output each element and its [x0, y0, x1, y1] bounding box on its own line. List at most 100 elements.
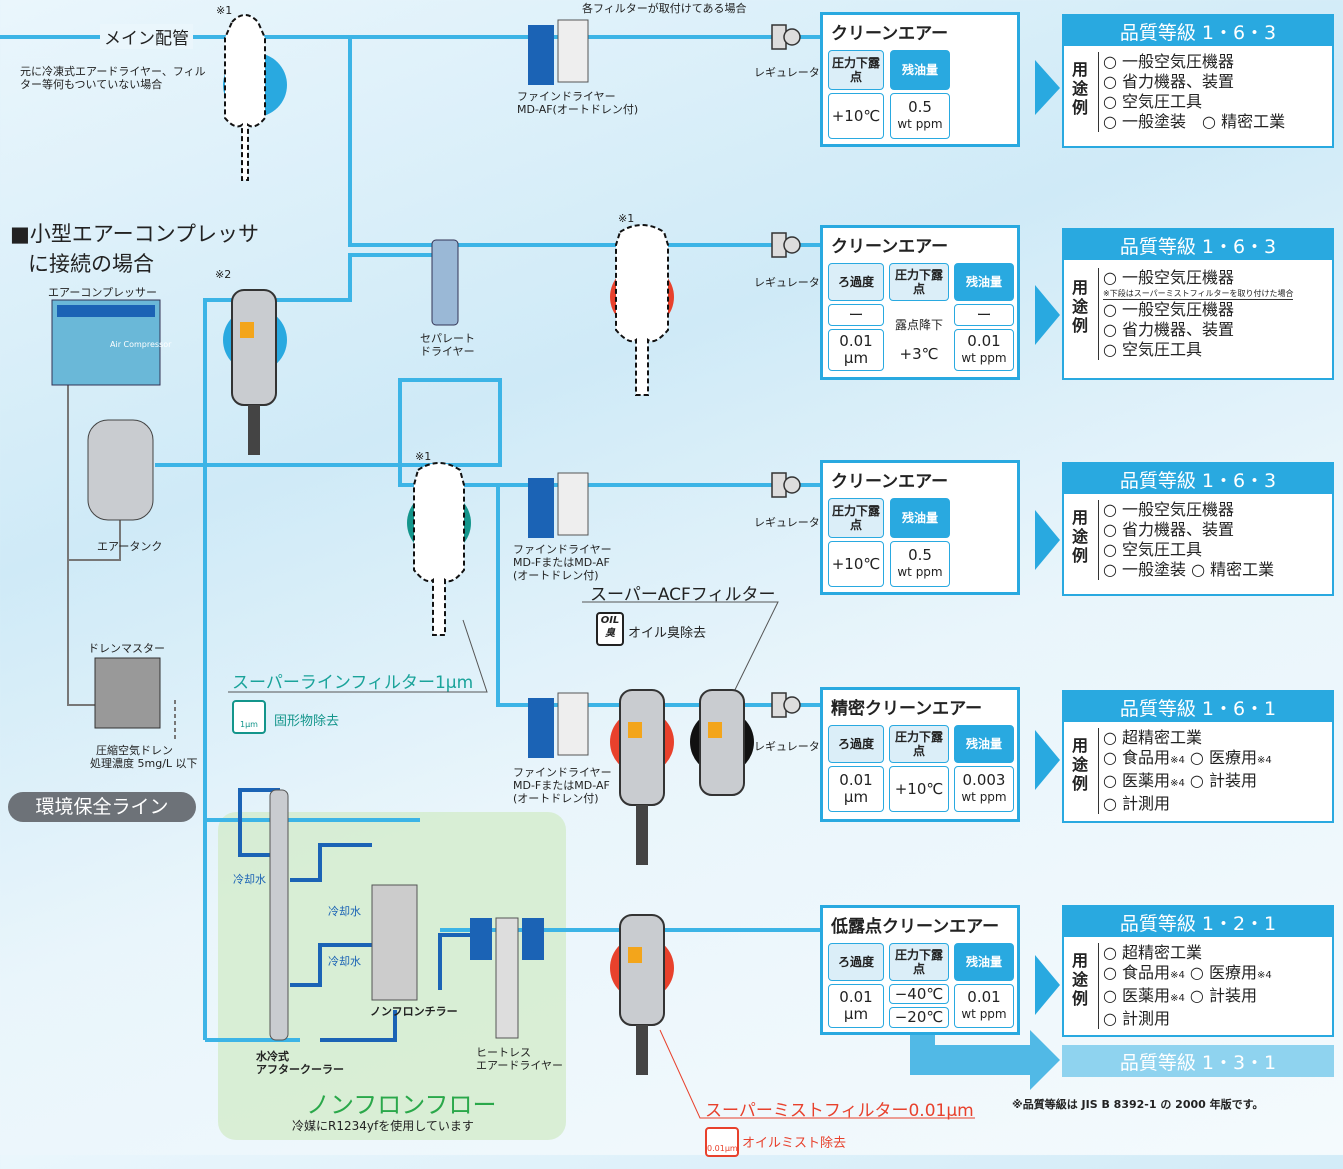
cooling-water-label: 冷却水	[328, 905, 361, 918]
arrows	[910, 60, 1060, 1090]
oil-mist-icon: 0.01μm	[705, 1127, 739, 1157]
acf-filter-title: スーパーACFフィルター	[590, 585, 776, 605]
aftercooler-label-2: アフタークーラー	[256, 1063, 344, 1076]
value-dew: +10℃	[828, 541, 884, 587]
usage-item-pair: ○ 医薬用※4 ○ 計装用	[1103, 771, 1272, 794]
compressor-units	[51, 299, 161, 729]
grade-header: 品質等級 1・2・1	[1064, 907, 1332, 937]
grade-box-4: 品質等級 1・6・1 用途例 ○ 超精密工業 ○ 食品用※4 ○ 医療用※4 ○…	[1062, 690, 1334, 823]
nonflon-title: ノンフロンフロー	[306, 1091, 497, 1119]
usage-item: ○ 超精密工業	[1103, 943, 1203, 962]
value-dew-2: −20℃	[889, 1007, 949, 1028]
fine-dryer-f-model: MD-FまたはMD-AF	[513, 556, 610, 569]
tank-label: エアータンク	[97, 540, 163, 553]
usage-list: ○ 超精密工業 ○ 食品用※4 ○ 医療用※4 ○ 医薬用※4 ○ 計装用 ○ …	[1098, 943, 1272, 1029]
fine-dryer-f-note: (オートドレン付)	[513, 569, 599, 582]
aftercooler-label-1: 水冷式	[256, 1050, 289, 1063]
cooling-water-label: 冷却水	[233, 873, 266, 886]
callout-lines	[228, 601, 975, 1119]
usage-item: ○ 空気圧工具	[1103, 92, 1203, 111]
grade-header: 品質等級 1・6・3	[1064, 464, 1332, 494]
drain-note-2: 処理濃度 5mg/L 以下	[90, 757, 198, 770]
header-dew: 圧力下露点	[889, 263, 949, 301]
usage-item: ○ 超精密工業	[1103, 728, 1203, 747]
left-title-1: ■小型エアーコンプレッサ	[10, 222, 259, 246]
usage-item: ○ 一般空気圧機器	[1103, 300, 1235, 319]
grade-header: 品質等級 1・6・1	[1064, 692, 1332, 722]
usage-item: ○ 医薬用	[1103, 986, 1171, 1005]
cooling-water-label: 冷却水	[328, 955, 361, 968]
oil-odor-icon: OIL 臭	[596, 612, 624, 646]
filter-units	[231, 289, 745, 1075]
mist-filter-desc: オイルミスト除去	[742, 1136, 847, 1151]
usage-note: ※下段はスーパーミストフィルターを取り付けた場合	[1103, 289, 1294, 300]
solid-particle-icon: 1μm	[232, 700, 266, 734]
mark-1: ※1	[216, 4, 233, 17]
spec-card-title: クリーンエアー	[831, 237, 949, 257]
spec-card-title: クリーンエアー	[831, 472, 949, 492]
filt-unit: μm	[843, 1005, 869, 1023]
fine-dryer-af-model: MD-AF(オートドレン付)	[517, 103, 639, 116]
usage-label: 用途例	[1072, 278, 1089, 335]
usage-item-pair: ○ 食品用※4 ○ 医療用※4	[1103, 963, 1272, 986]
mark-2: ※2	[215, 268, 232, 281]
usage-list: ○ 超精密工業 ○ 食品用※4 ○ 医療用※4 ○ 医薬用※4 ○ 計装用 ○ …	[1098, 728, 1272, 814]
filt-number: 0.01	[839, 332, 873, 350]
oil-number: 0.5	[908, 98, 932, 116]
mark-1: ※1	[618, 212, 635, 225]
header-filtration: ろ過度	[828, 263, 884, 301]
usage-item: ○ 計装用	[1189, 986, 1257, 1005]
env-line-badge: 環境保全ライン	[8, 792, 196, 822]
filt-number: 0.01	[839, 988, 873, 1006]
usage-item: ○ 空気圧工具	[1103, 540, 1203, 559]
footnote-mark: ※4	[1170, 993, 1185, 1004]
usage-item: ○ 医療用	[1189, 748, 1257, 767]
top-note: 各フィルターが取付けてある場合	[582, 2, 747, 15]
grade-box-5: 品質等級 1・2・1 用途例 ○ 超精密工業 ○ 食品用※4 ○ 医療用※4 ○…	[1062, 905, 1334, 1037]
header-oil: 残油量	[890, 50, 950, 90]
usage-item: ○ 空気圧工具	[1103, 340, 1203, 359]
value-dew: +3℃	[899, 345, 939, 363]
drain-note-1: 圧縮空気ドレン	[96, 744, 173, 757]
usage-item: ○ 一般塗装 ○ 精密工業	[1103, 112, 1286, 131]
separate-dryer-label: セパレート	[420, 332, 475, 345]
header-filtration: ろ過度	[828, 725, 884, 763]
oil-unit: wt ppm	[961, 351, 1007, 365]
fine-dryer-f-note: (オートドレン付)	[513, 792, 599, 805]
spec-card-title: 低露点クリーンエアー	[831, 917, 1000, 937]
usage-item: ○ 一般塗装 ○ 精密工業	[1103, 560, 1275, 579]
usage-item: ○ 医療用	[1189, 963, 1257, 982]
heatless-label-2: エアードライヤー	[476, 1059, 564, 1072]
usage-item: ○ 一般空気圧機器	[1103, 52, 1235, 71]
line-filter-title: スーパーラインフィルター1μm	[232, 673, 474, 693]
value-dew-top: 露点降下	[894, 317, 943, 332]
usage-item: ○ 省力機器、装置	[1103, 72, 1235, 91]
usage-item: ○ 省力機器、装置	[1103, 520, 1235, 539]
footnote: ※品質等級は JIS B 8392-1 の 2000 年版です。	[1012, 1098, 1264, 1111]
usage-list: ○ 一般空気圧機器 ○ 省力機器、装置 ○ 空気圧工具 ○ 一般塗装 ○ 精密工…	[1098, 500, 1274, 580]
compressor-brand: Air Compressor	[110, 340, 172, 349]
filt-number: 0.01	[839, 771, 873, 789]
value-dew: +10℃	[889, 766, 949, 812]
usage-item-pair: ○ 医薬用※4 ○ 計装用	[1103, 986, 1272, 1009]
header-filtration: ろ過度	[828, 943, 884, 981]
regulator-label: レギュレータ	[754, 66, 820, 79]
oil-number: 0.01	[967, 988, 1001, 1006]
oil-unit: wt ppm	[961, 1007, 1007, 1021]
usage-item: ○ 一般空気圧機器	[1103, 500, 1235, 519]
regulator-label: レギュレータ	[754, 276, 820, 289]
oil-badge-line-2: 臭	[605, 628, 615, 639]
header-oil: 残油量	[890, 498, 950, 538]
fine-dryer-f-label: ファインドライヤー	[513, 766, 612, 779]
fine-dryer-f-label: ファインドライヤー	[513, 543, 612, 556]
spec-card-title: クリーンエアー	[831, 24, 949, 44]
